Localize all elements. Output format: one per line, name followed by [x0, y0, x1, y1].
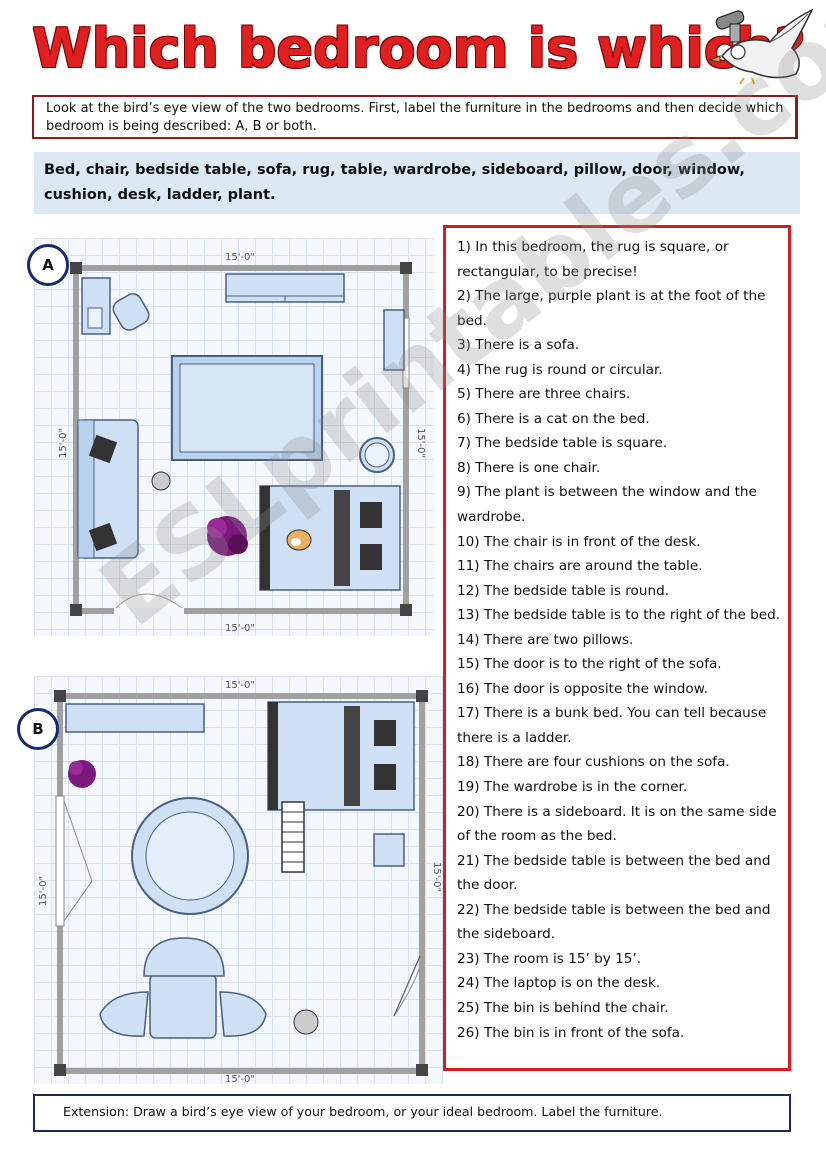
sentence-item: 16) The door is opposite the window. [457, 680, 708, 697]
bedroom-b-floorplan: 15'-0" 15'-0" 15'-0" 15'-0" [38, 680, 442, 1084]
ladder [281, 801, 305, 873]
wardrobe [383, 309, 405, 371]
bird-with-binoculars-icon [708, 8, 814, 85]
sentences-box: 1) In this bedroom, the rug is square, o… [443, 225, 791, 1071]
dim-right: 15'-0" [415, 428, 426, 458]
table [149, 973, 217, 1039]
sentence-item: 6) There is a cat on the bed. [457, 410, 650, 427]
dim-top: 15'-0" [225, 680, 255, 691]
dim-bottom: 15'-0" [225, 1074, 255, 1084]
bunk-bed [267, 701, 415, 811]
dim-left: 15'-0" [58, 428, 69, 458]
dim-top: 15'-0" [225, 252, 255, 263]
sentence-item: 5) There are three chairs. [457, 386, 631, 403]
chair [112, 293, 150, 331]
sentence-item: 13) The bedside table is to the right of… [457, 607, 781, 624]
instructions-box: Look at the bird’s eye view of the two b… [32, 95, 798, 139]
dim-left: 15'-0" [38, 876, 49, 906]
sentence-item: 20) There is a sideboard. It is on the s… [457, 803, 777, 845]
sentence-item: 17) There is a bunk bed. You can tell be… [457, 705, 767, 746]
bedroom-a-label: A [27, 244, 69, 286]
sentence-item: 3) There is a sofa. [457, 337, 580, 354]
sentence-item: 22) The bedside table is between the bed… [457, 901, 771, 943]
word-bank: Bed, chair, bedside table, sofa, rug, ta… [34, 152, 800, 214]
sentence-item: 14) There are two pillows. [457, 631, 634, 648]
sentence-item: 1) In this bedroom, the rug is square, o… [457, 239, 729, 280]
sentence-item: 7) The bedside table is square. [457, 435, 668, 452]
sentence-item: 25) The bin is behind the chair. [457, 999, 669, 1016]
extension-box: Extension: Draw a bird’s eye view of you… [33, 1094, 791, 1132]
sentence-item: 23) The room is 15’ by 15’. [457, 950, 642, 967]
sentence-item: 2) The large, purple plant is at the foo… [457, 288, 766, 329]
sentence-item: 9) The plant is between the window and t… [457, 484, 757, 526]
sentence-item: 26) The bin is in front of the sofa. [457, 1024, 685, 1041]
bed [259, 485, 401, 591]
sideboard [65, 703, 205, 733]
bedroom-b-label: B [17, 708, 59, 750]
dim-bottom: 15'-0" [225, 623, 255, 634]
page-title: Which bedroom is which? [32, 17, 806, 80]
dim-right: 15'-0" [431, 862, 442, 892]
sentence-item: 15) The door is to the right of the sofa… [457, 656, 722, 673]
sentence-item: 19) The wardrobe is in the corner. [457, 779, 688, 796]
sentence-item: 8) There is one chair. [457, 459, 601, 476]
sentence-item: 24) The laptop is on the desk. [457, 975, 661, 992]
sentence-item: 18) There are four cushions on the sofa. [457, 754, 730, 771]
sentence-item: 4) The rug is round or circular. [457, 361, 663, 378]
sentence-item: 21) The bedside table is between the bed… [457, 852, 771, 894]
sentence-item: 12) The bedside table is round. [457, 582, 670, 599]
bedroom-a-floorplan: 15'-0" 15'-0" 15'-0" 15'-0" [58, 252, 426, 634]
bedside-table [373, 833, 405, 867]
sentence-item: 10) The chair is in front of the desk. [457, 533, 701, 550]
sentence-item: 11) The chairs are around the table. [457, 558, 703, 575]
